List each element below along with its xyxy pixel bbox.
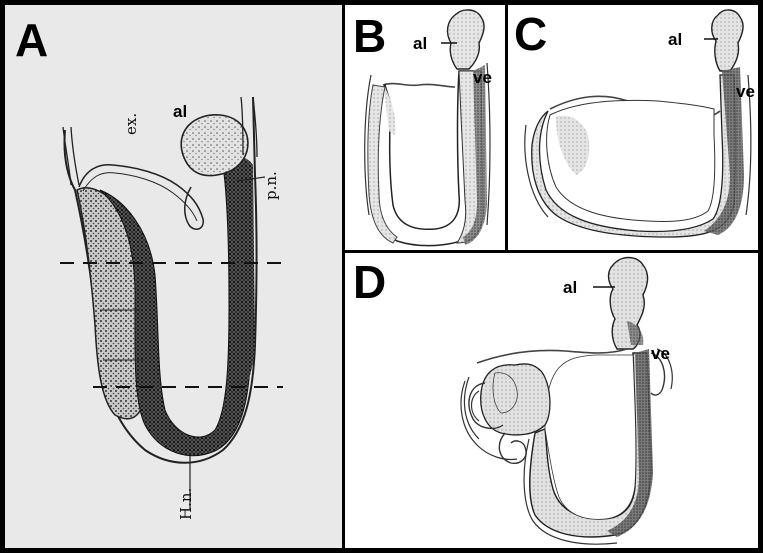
label-al: al xyxy=(173,103,187,120)
panel-d-label-ve: ve xyxy=(651,345,670,362)
panel-a: A ex. al p.n. H.n. xyxy=(5,5,342,548)
panel-c: C al ve xyxy=(508,5,758,250)
panel-d-label-al: al xyxy=(563,279,577,296)
panel-a-letter: A xyxy=(15,17,48,63)
panel-c-allantois xyxy=(712,10,743,71)
panel-c-label-al: al xyxy=(668,31,682,48)
label-ex: ex. xyxy=(125,113,138,135)
label-pn: p.n. xyxy=(265,171,278,200)
panel-d-drawing xyxy=(345,253,758,548)
panel-b-allantois xyxy=(448,10,485,69)
panel-a-drawing xyxy=(5,5,342,548)
panel-b-label-al: al xyxy=(413,35,427,52)
label-hn: H.n. xyxy=(180,488,193,520)
panel-a-allantois xyxy=(181,115,248,176)
panel-b: B al ve xyxy=(345,5,505,250)
panel-b-label-ve: ve xyxy=(473,69,492,86)
panel-c-letter: C xyxy=(514,11,547,57)
panel-c-label-ve: ve xyxy=(736,83,755,100)
panel-a-right-column xyxy=(220,157,255,405)
panel-d: D al ve xyxy=(345,253,758,548)
panel-b-letter: B xyxy=(353,13,386,59)
panel-b-amnion xyxy=(383,84,455,87)
panel-d-letter: D xyxy=(353,259,386,305)
